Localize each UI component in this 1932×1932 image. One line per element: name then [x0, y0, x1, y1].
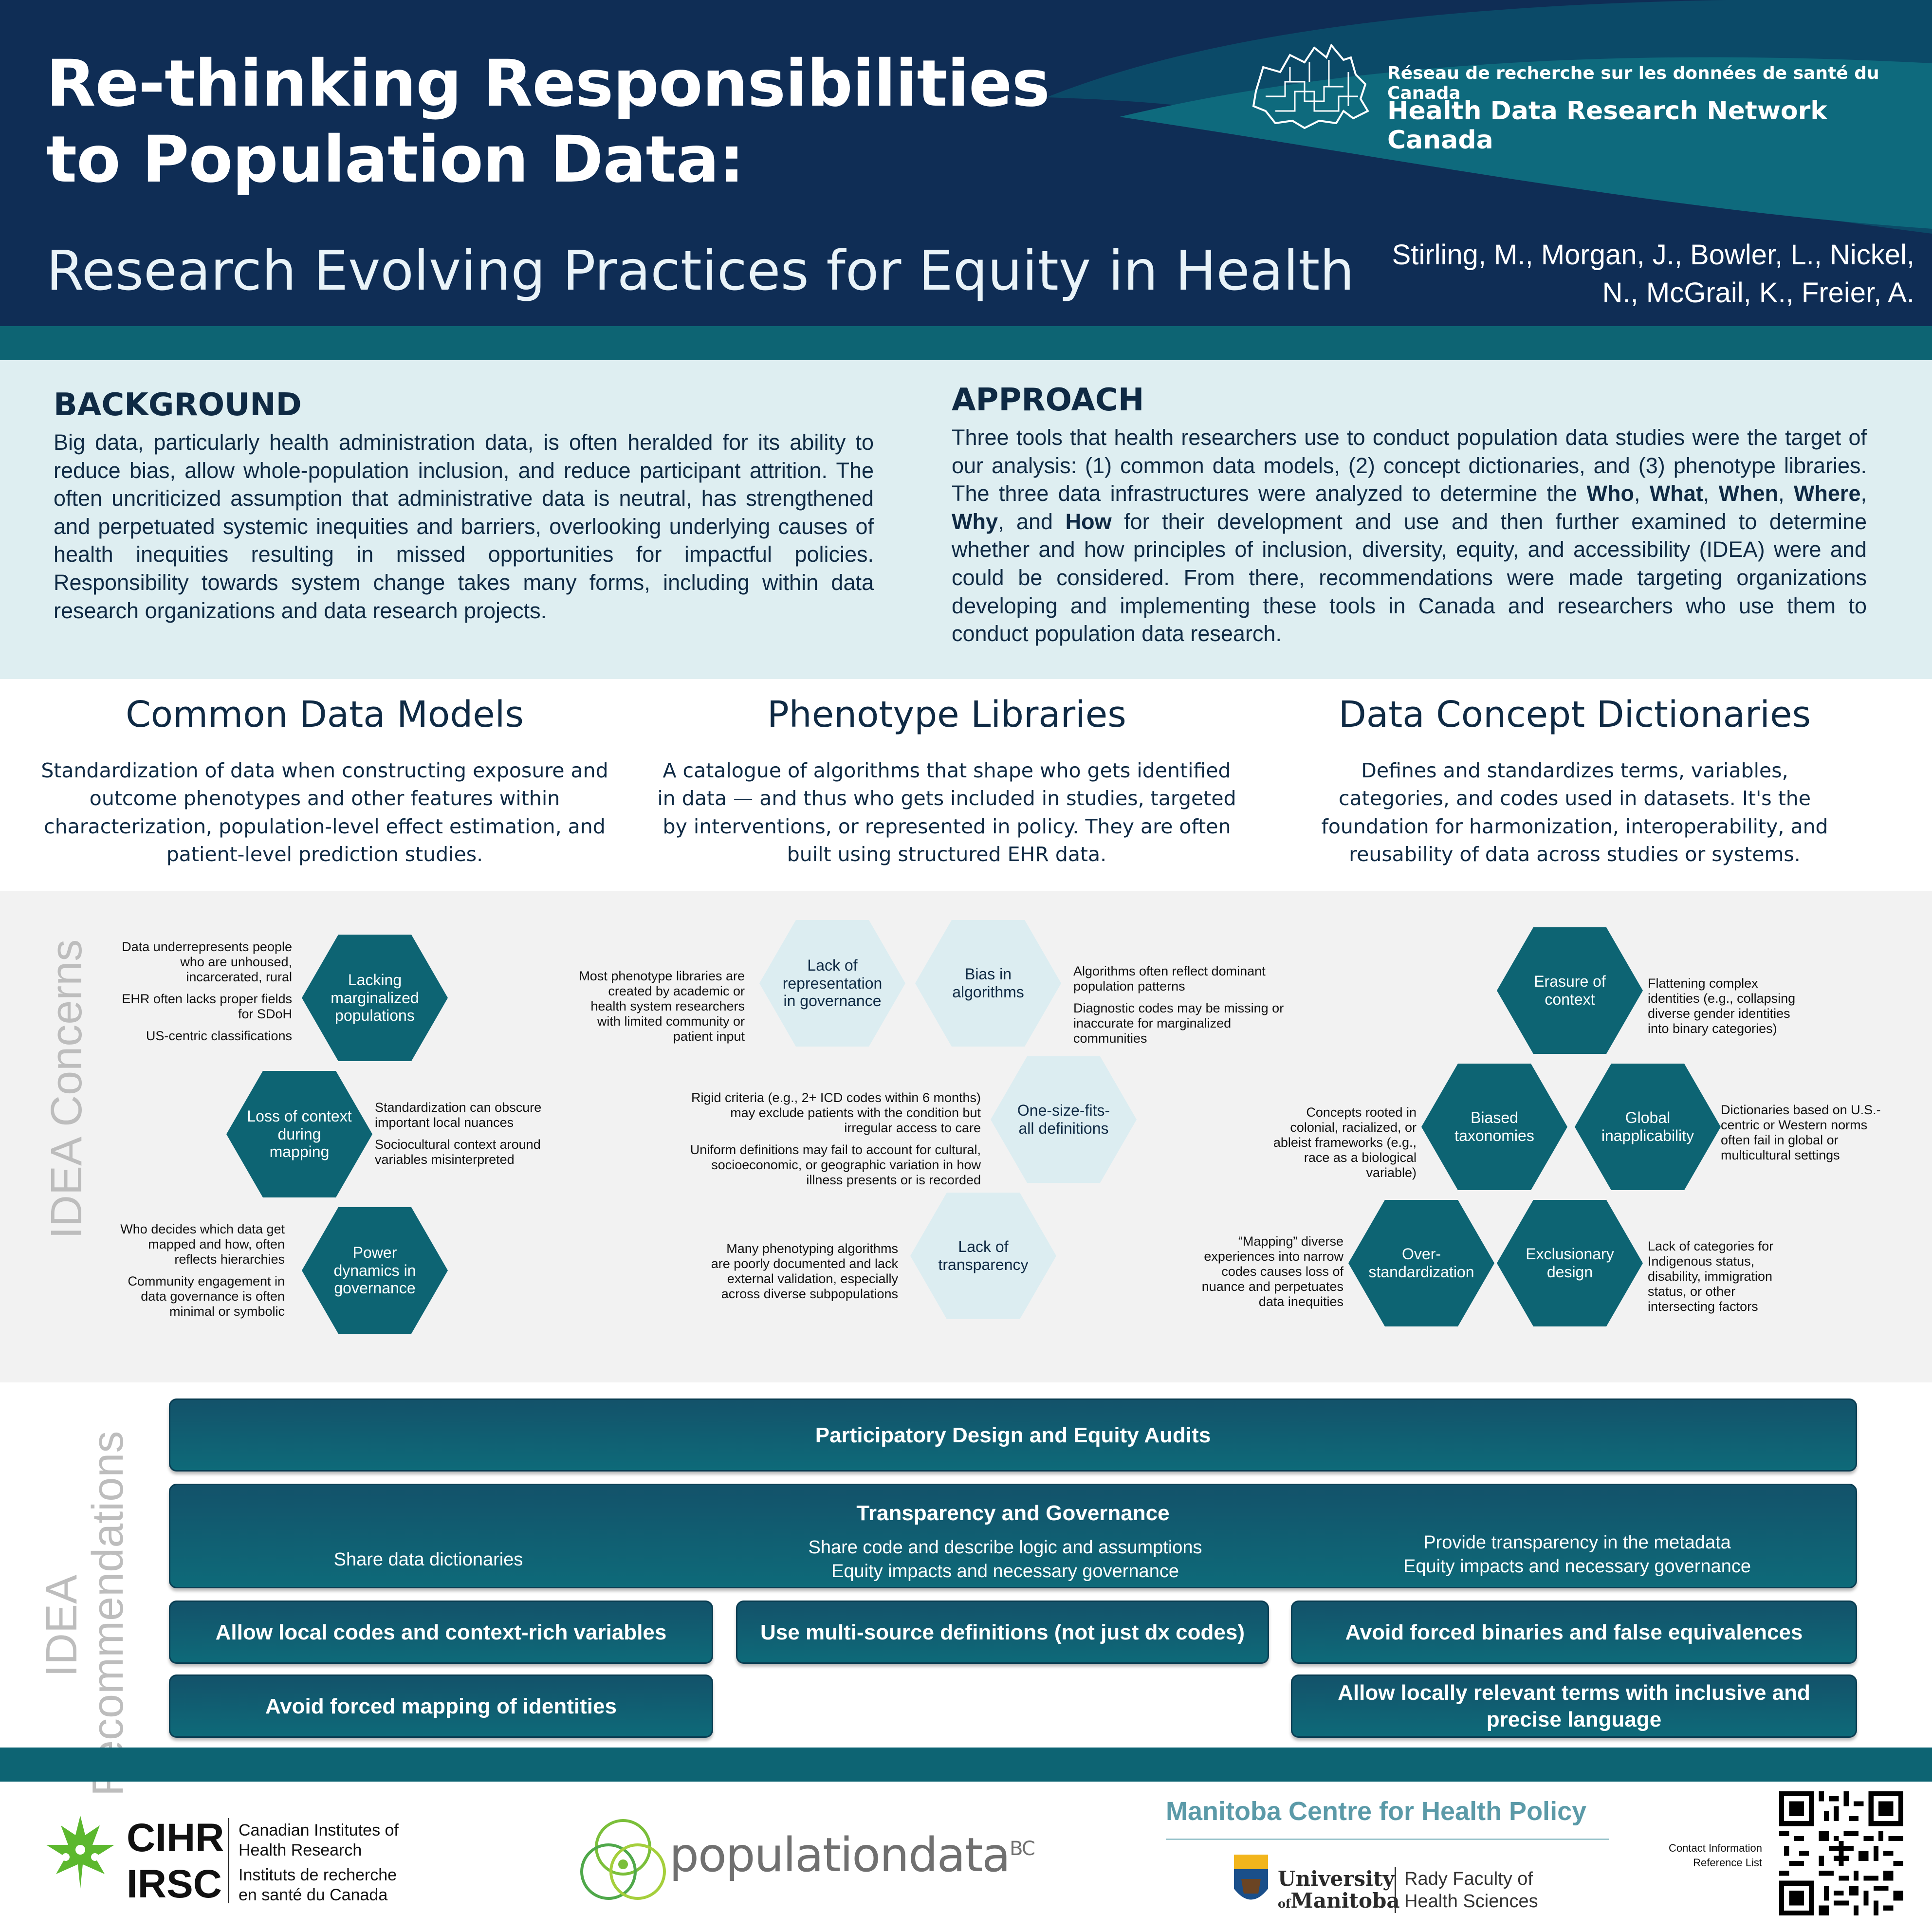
popdata-wordmark: populationdataBC	[669, 1828, 1035, 1882]
tool-desc-pl: A catalogue of algorithms that shape who…	[657, 759, 1236, 866]
note-dcd-3: Dictionaries based on U.S.-centric or We…	[1721, 1103, 1881, 1163]
tool-title-pl: Phenotype Libraries	[767, 694, 1126, 736]
tool-title-dcd: Data Concept Dictionaries	[1338, 694, 1811, 736]
hex-power-dynamics: Power dynamics in governance	[302, 1207, 448, 1334]
header-swoosh-decoration	[1047, 0, 1932, 234]
note-pl-3: Rigid criteria (e.g., 2+ ICD codes withi…	[690, 1090, 981, 1188]
um-divider	[1395, 1867, 1396, 1913]
um-wordmark-1: University	[1278, 1867, 1395, 1891]
note-pl-4: Many phenotyping algorithms are poorly d…	[711, 1241, 898, 1302]
poster-subtitle: Research Evolving Practices for Equity i…	[46, 239, 1355, 303]
tool-desc-dcd: Defines and standardizes terms, variable…	[1321, 759, 1828, 866]
hex-lack-representation: Lack of representation in governance	[759, 920, 905, 1047]
hdrn-name-fr: Réseau de recherche sur les données de s…	[1387, 63, 1879, 103]
hex-biased-taxonomies: Biased taxonomies	[1421, 1064, 1567, 1190]
popdata-circles-icon	[580, 1819, 666, 1900]
rec-avoid-binaries: Avoid forced binaries and false equivale…	[1291, 1601, 1857, 1664]
cihr-divider	[228, 1818, 229, 1903]
poster-header: Re-thinking Responsibilities to Populati…	[0, 0, 1932, 326]
background-heading: BACKGROUND	[54, 387, 302, 423]
rec-participatory-design: Participatory Design and Equity Audits	[169, 1398, 1857, 1472]
note-dcd-1: Flattening complex identities (e.g., col…	[1648, 976, 1796, 1036]
mchp-underline	[1166, 1839, 1609, 1840]
note-cdm-2: Standardization can obscure important lo…	[375, 1100, 542, 1167]
intro-section: BACKGROUND Big data, particularly health…	[0, 360, 1932, 679]
rec-local-codes: Allow local codes and context-rich varia…	[169, 1601, 713, 1664]
header-accent-band	[0, 326, 1932, 360]
mchp-name: Manitoba Centre for Health Policy	[1166, 1797, 1587, 1826]
hex-bias-algorithms: Bias in algorithms	[915, 920, 1061, 1047]
approach-body: Three tools that health researchers use …	[952, 425, 1867, 646]
note-pl-1: Most phenotype libraries are created by …	[579, 969, 745, 1044]
note-dcd-4: “Mapping” diverse experiences into narro…	[1201, 1234, 1343, 1309]
hex-lack-transparency: Lack of transparency	[910, 1193, 1056, 1319]
hdrn-name-en: Health Data Research Network Canada	[1387, 96, 1827, 155]
hex-exclusionary-design: Exclusionary design	[1497, 1200, 1643, 1326]
note-dcd-5: Lack of categories for Indigenous status…	[1648, 1239, 1774, 1314]
idea-concerns-label: IDEA Concerns	[42, 939, 91, 1239]
hex-one-size-fits-all: One-size-fits-all definitions	[991, 1056, 1137, 1183]
approach-heading: APPROACH	[952, 382, 1144, 418]
rec-avoid-forced-mapping: Avoid forced mapping of identities	[169, 1674, 713, 1738]
qr-code-icon[interactable]	[1779, 1791, 1903, 1915]
note-cdm-3: Who decides which data get mapped and ho…	[120, 1222, 285, 1319]
rec-sub-share-dictionaries: Share data dictionaries	[333, 1549, 523, 1570]
footer-accent-band	[0, 1748, 1932, 1782]
canada-map-logo	[1252, 43, 1369, 129]
background-body: Big data, particularly health administra…	[54, 430, 874, 623]
rec-sub-share-code: Share code and describe logic and assump…	[808, 1537, 1202, 1582]
idea-recommendations-label: IDEA Recommendations	[37, 1431, 132, 1796]
cihr-leaf-icon	[46, 1816, 114, 1889]
hex-over-standardization: Over-standardization	[1348, 1200, 1494, 1326]
hex-loss-of-context: Loss of context during mapping	[226, 1071, 372, 1197]
note-pl-2: Algorithms often reflect dominant popula…	[1073, 964, 1284, 1046]
tool-title-cdm: Common Data Models	[126, 694, 524, 736]
idea-concerns-section: IDEA Concerns Lacking marginalized popul…	[0, 891, 1932, 1382]
hex-lacking-marginalized: Lacking marginalized populations	[302, 935, 448, 1061]
poster-title: Re-thinking Responsibilities to Populati…	[46, 46, 1050, 197]
irsc-wordmark: IRSC	[127, 1862, 222, 1906]
um-wordmark-2: ofManitoba	[1278, 1889, 1400, 1913]
um-crest-icon	[1234, 1855, 1268, 1900]
rec-locally-relevant-terms: Allow locally relevant terms with inclus…	[1291, 1674, 1857, 1738]
note-dcd-2: Concepts rooted in colonial, racialized,…	[1273, 1105, 1417, 1180]
rec-transparency-governance: Transparency and Governance	[169, 1484, 1857, 1588]
authors: Stirling, M., Morgan, J., Bowler, L., Ni…	[1392, 239, 1914, 309]
cihr-wordmark: CIHR	[127, 1816, 224, 1860]
hex-global-inapplicability: Global inapplicability	[1575, 1064, 1721, 1190]
rec-multi-source: Use multi-source definitions (not just d…	[736, 1601, 1269, 1664]
hex-erasure-context: Erasure of context	[1497, 927, 1643, 1054]
tool-desc-cdm: Standardization of data when constructin…	[41, 759, 608, 866]
note-cdm-1: Data underrepresents people who are unho…	[122, 939, 292, 1044]
